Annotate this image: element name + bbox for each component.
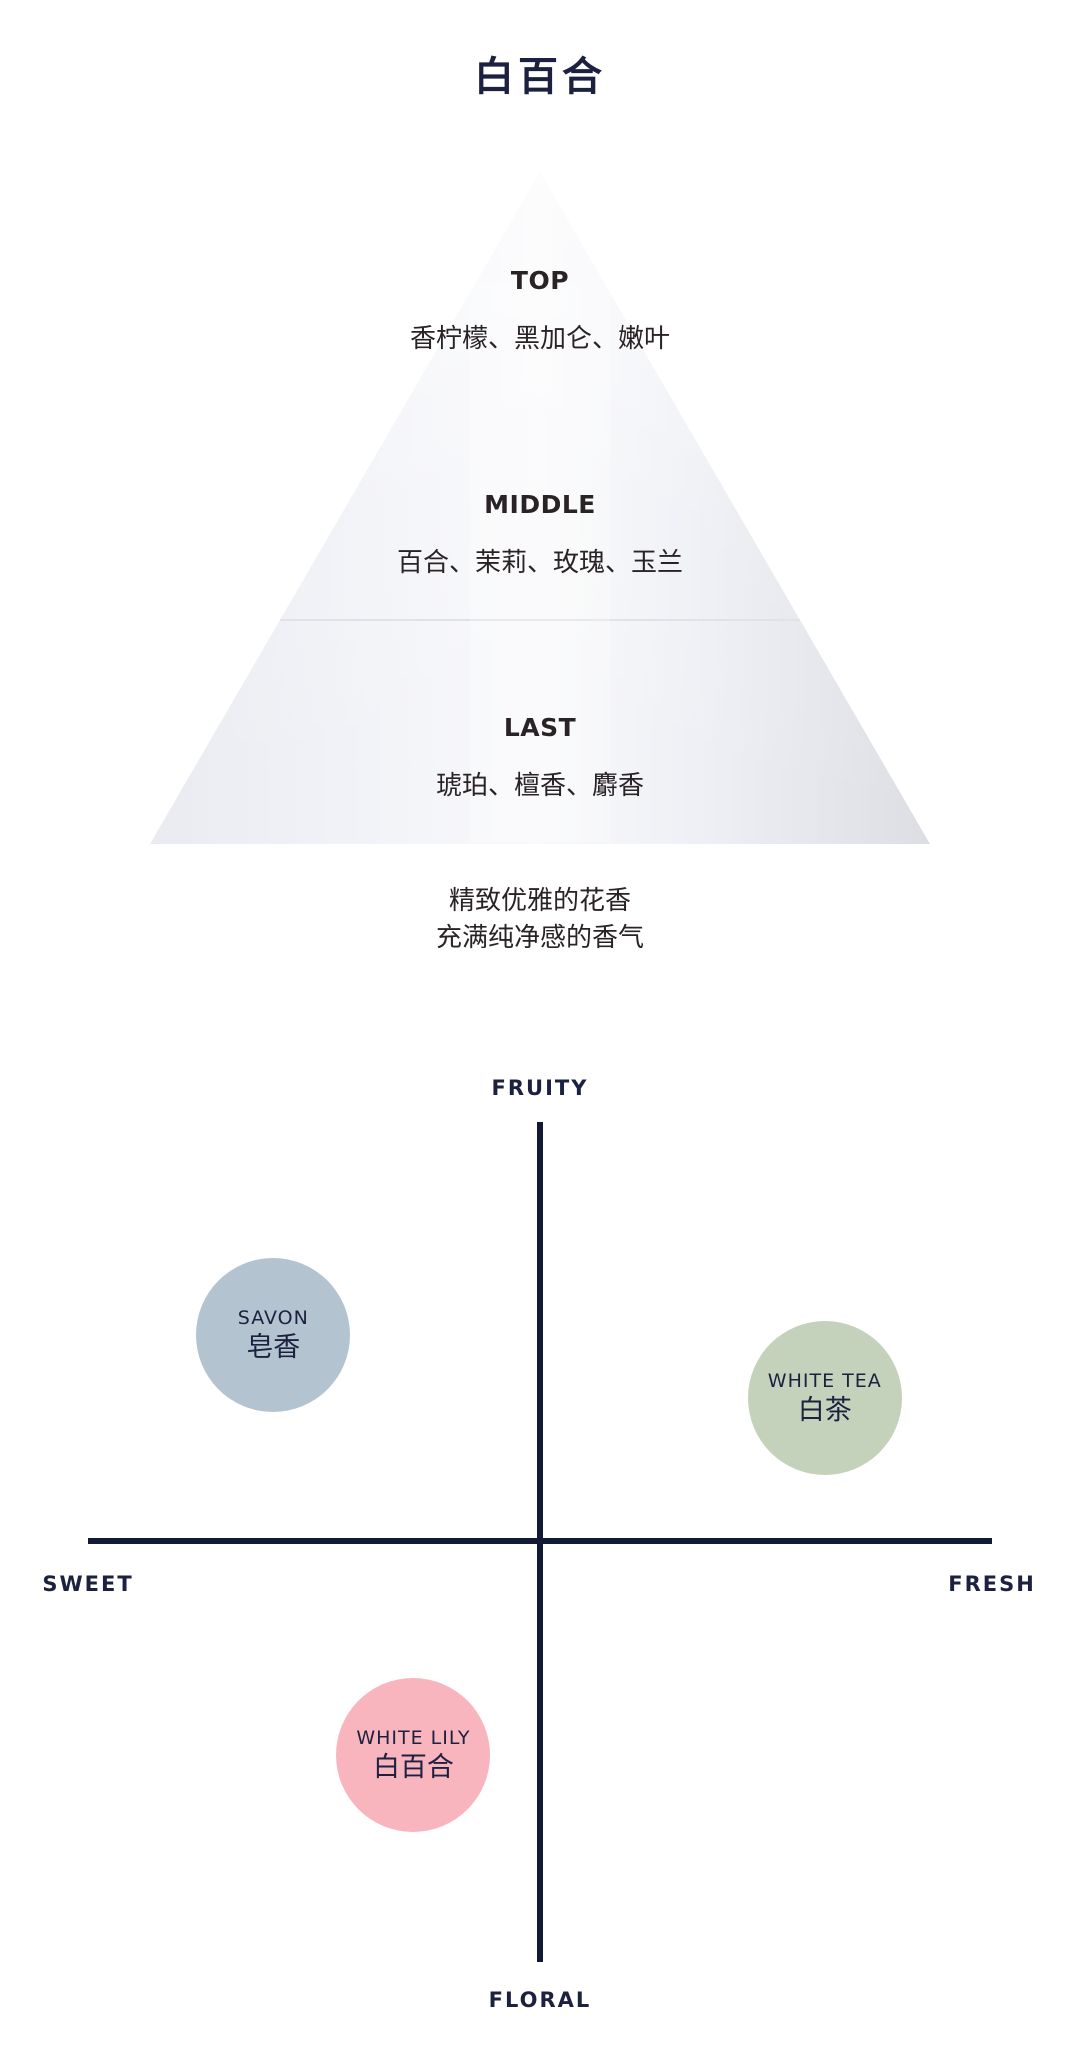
note-middle-label: MIDDLE [484, 490, 596, 519]
note-last-ingredients: 琥珀、檀香、麝香 [435, 771, 644, 801]
axis-label-left: SWEET [42, 1572, 134, 1596]
note-top-label: TOP [510, 266, 570, 295]
note-last-label: LAST [503, 713, 577, 742]
note-top-ingredients: 香柠檬、黑加仑、嫩叶 [409, 324, 670, 354]
scent-bubble-en-label: SAVON [237, 1307, 309, 1330]
axis-label-bottom: FLORAL [488, 1988, 592, 2012]
scent-bubble-en-label: WHITE LILY [356, 1727, 471, 1750]
description-line-1: 精致优雅的花香 [448, 886, 631, 916]
axis-label-right: FRESH [948, 1572, 1036, 1596]
scent-bubble-en-label: WHITE TEA [767, 1370, 882, 1393]
page-title: 白百合 [474, 54, 606, 100]
pyramid-highlight [150, 172, 930, 844]
scent-bubble-cn-label: 白百合 [372, 1752, 454, 1784]
scent-bubble-cn-label: 皂香 [246, 1332, 301, 1364]
note-middle-ingredients: 百合、茉莉、玫瑰、玉兰 [396, 548, 683, 578]
pyramid-center-glow [470, 282, 610, 842]
axis-label-top: FRUITY [491, 1076, 589, 1100]
axis-horizontal [88, 1538, 992, 1544]
description-line-2: 充满纯净感的香气 [435, 923, 644, 953]
scent-bubble-cn-label: 白茶 [797, 1395, 852, 1427]
fragrance-pyramid [150, 172, 930, 844]
